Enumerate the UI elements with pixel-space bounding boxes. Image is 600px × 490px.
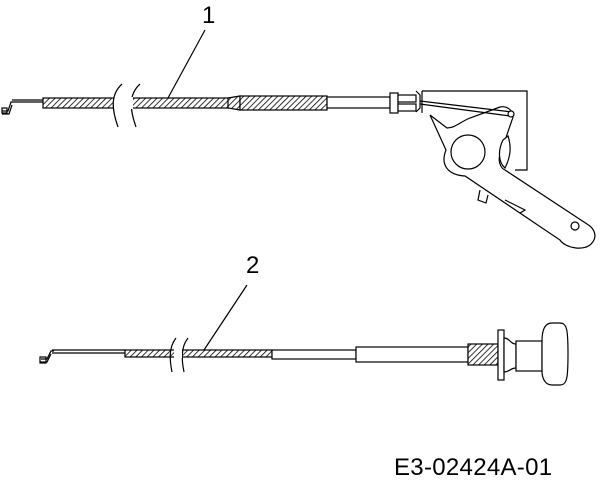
leader-line-1 [167, 29, 206, 99]
choke-cable [39, 322, 569, 386]
drawing-code: E3-02424A-01 [394, 454, 553, 481]
callout-number-2: 2 [246, 252, 260, 279]
throttle-cable [1, 83, 421, 128]
callout-number-1: 1 [202, 2, 216, 29]
throttle-lever [419, 90, 596, 249]
leader-line-2 [203, 284, 248, 351]
